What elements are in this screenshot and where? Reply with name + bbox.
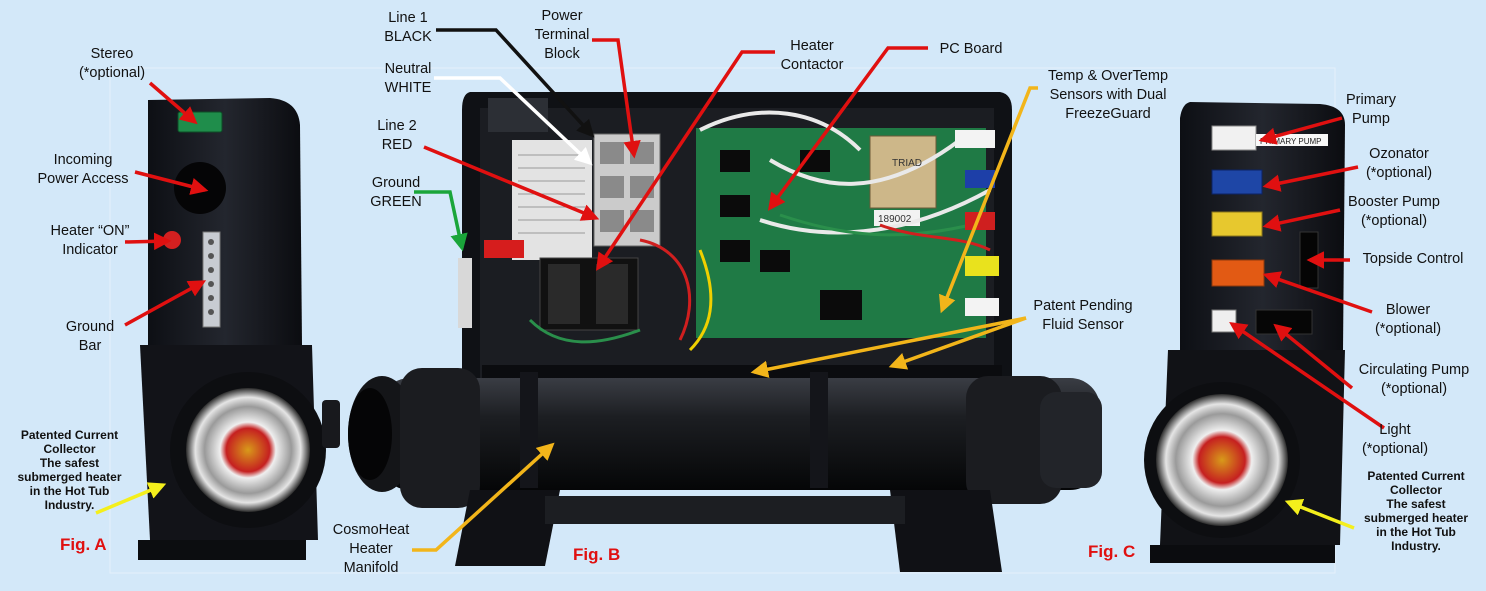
arrow-blower [1262, 271, 1373, 314]
label-booster-pump: Booster Pump(*optional) [1348, 194, 1440, 229]
label-heater-on: Heater “ON”Indicator [50, 223, 130, 258]
arrow-collector-c [1284, 498, 1355, 530]
label-ozonator: Ozonator(*optional) [1365, 146, 1433, 181]
transformer-label: TRIAD [892, 158, 922, 169]
board-number: 189002 [878, 214, 912, 225]
fig-c-unit: PRIMARY PUMP [1144, 102, 1345, 563]
arrow-manifold [412, 442, 555, 552]
figure-c-label: Fig. C [1088, 542, 1136, 561]
arrow-line1 [436, 28, 595, 138]
arrow-line2 [423, 145, 600, 221]
arrow-contactor [596, 50, 775, 271]
arrow-pcboard [767, 46, 928, 211]
arrow-booster [1262, 208, 1341, 232]
arrow-light [1229, 322, 1385, 430]
arrow-primary [1258, 116, 1343, 145]
sticker-text: PRIMARY PUMP [1260, 137, 1322, 146]
arrow-neutral [434, 76, 593, 166]
figure-a-label: Fig. A [60, 535, 107, 554]
arrow-fluid-2 [888, 316, 1027, 370]
arrow-fluid-1 [750, 316, 1027, 378]
fig-b-unit [348, 92, 1102, 572]
arrow-terminal [592, 38, 641, 159]
arrow-collector-a [95, 482, 167, 515]
label-light: Light(*optional) [1361, 422, 1429, 457]
arrow-ground [414, 190, 468, 252]
label-circulating-pump: Circulating Pump(*optional) [1358, 362, 1470, 397]
arrow-power-access [134, 170, 209, 195]
arrow-circulating [1273, 323, 1354, 390]
arrow-ground-bar [124, 280, 207, 327]
arrow-stereo [148, 81, 198, 125]
label-stereo: Stereo(*optional) [78, 46, 146, 81]
arrow-ozonator [1262, 165, 1359, 192]
figure-b-label: Fig. B [573, 545, 621, 564]
fig-a-unit [138, 98, 340, 560]
arrow-temp [939, 86, 1038, 314]
arrow-heater-on [124, 232, 172, 251]
label-topside-control: Topside Control [1362, 251, 1464, 267]
label-pc-board: PC Board [939, 41, 1003, 57]
label-blower: Blower(*optional) [1374, 302, 1442, 337]
